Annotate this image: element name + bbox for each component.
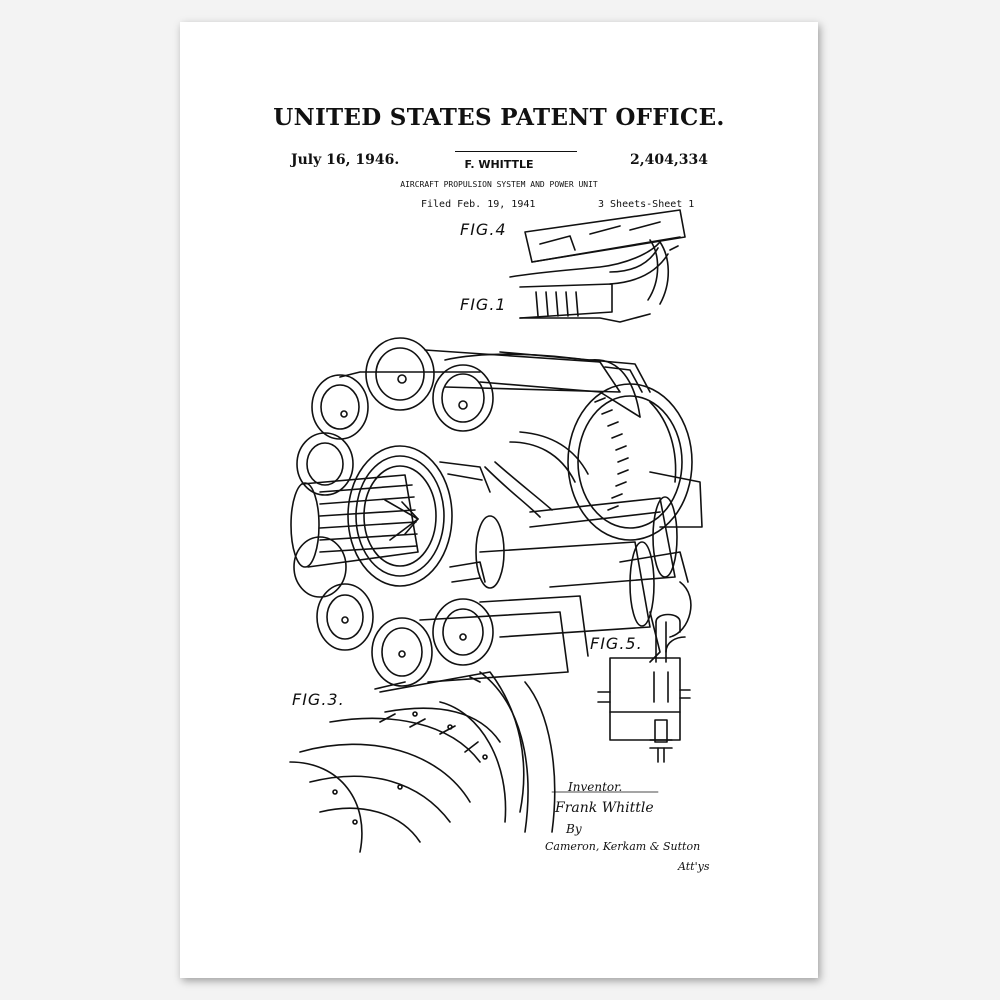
filed-date: Filed Feb. 19, 1941 xyxy=(421,199,536,210)
inventor-signature: Frank Whittle xyxy=(555,800,654,816)
fig1-engine-drawing xyxy=(290,337,703,687)
patent-subtitle: AIRCRAFT PROPULSION SYSTEM AND POWER UNI… xyxy=(400,180,598,189)
attorneys-signature: Cameron, Kerkam & Sutton xyxy=(545,840,701,853)
fig4-label: FIG.4 xyxy=(460,220,507,239)
patent-poster: UNITED STATES PATENT OFFICE. July 16, 19… xyxy=(180,22,818,978)
header-rule xyxy=(455,151,577,152)
patent-office-title: UNITED STATES PATENT OFFICE. xyxy=(273,104,725,131)
fig3-blade-drawing xyxy=(289,671,556,853)
patent-number: 2,404,334 xyxy=(630,152,708,168)
fig3-label: FIG.3. xyxy=(292,690,345,709)
fig1-label: FIG.1 xyxy=(460,295,507,314)
engine-technical-drawing xyxy=(289,209,703,853)
patent-date: July 16, 1946. xyxy=(291,152,400,168)
attorneys-abbrev: Att'ys xyxy=(678,860,710,873)
fig5-label: FIG.5. xyxy=(590,634,643,653)
inventor-name: F. WHITTLE xyxy=(464,158,534,171)
sheet-count: 3 Sheets-Sheet 1 xyxy=(598,199,695,210)
fig4-duct-drawing xyxy=(509,209,686,323)
by-label: By xyxy=(566,822,582,836)
inventor-label: Inventor. xyxy=(568,780,623,794)
fig5-valve-drawing xyxy=(597,613,691,763)
